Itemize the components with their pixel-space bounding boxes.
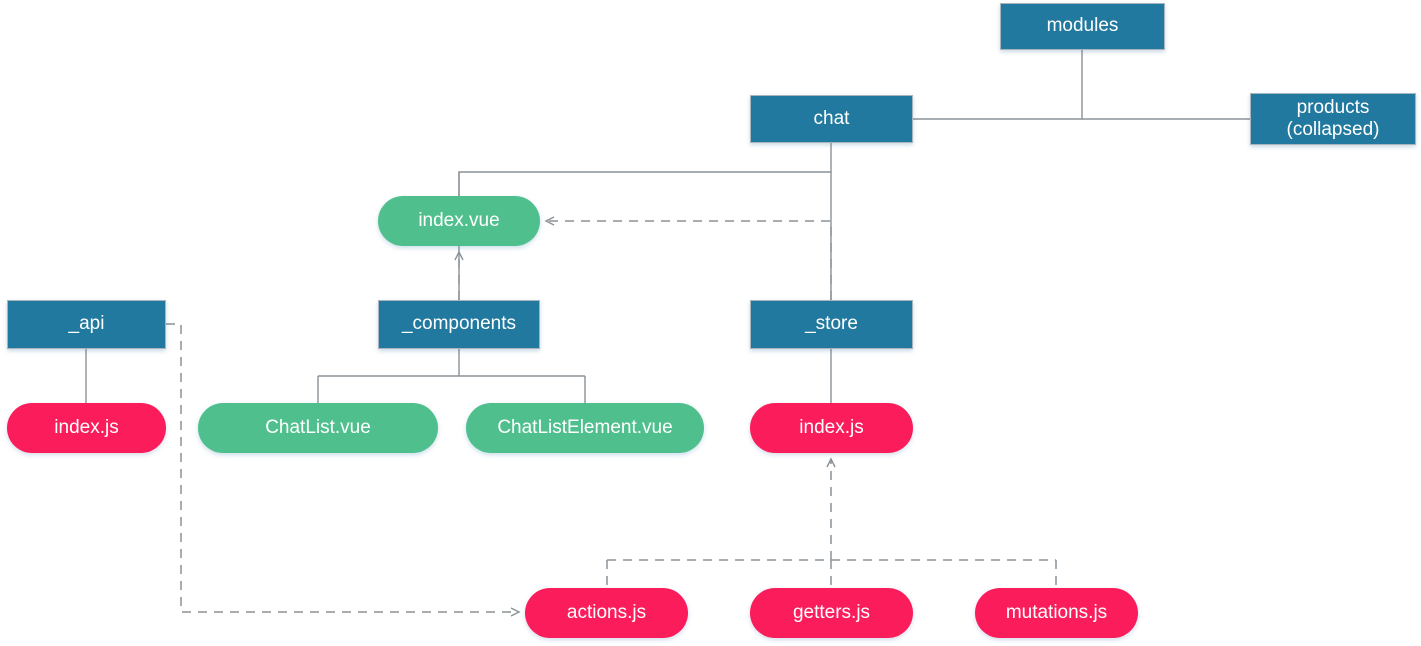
node-chatlistelement-vue[interactable]: ChatListElement.vue xyxy=(466,403,704,453)
node-modules[interactable]: modules xyxy=(1000,3,1165,50)
node-getters-js[interactable]: getters.js xyxy=(750,588,913,638)
node-components-folder[interactable]: _components xyxy=(378,300,540,349)
node-chat[interactable]: chat xyxy=(750,95,913,143)
edge-components-bus xyxy=(317,349,586,403)
node-api-label: _api xyxy=(68,313,105,335)
node-chatlist-vue-label: ChatList.vue xyxy=(265,416,371,438)
node-products-collapsed[interactable]: products (collapsed) xyxy=(1250,93,1416,145)
node-chatlistelement-vue-label: ChatListElement.vue xyxy=(497,416,673,438)
node-api-index-js-label: index.js xyxy=(54,416,119,438)
node-mutations-js[interactable]: mutations.js xyxy=(975,588,1138,638)
edge-dashed-store-to-indexvue xyxy=(544,216,832,300)
edge-modules-chat xyxy=(913,50,1083,120)
node-api-index-js[interactable]: index.js xyxy=(7,403,166,453)
node-api-folder[interactable]: _api xyxy=(7,300,166,349)
node-actions-js-label: actions.js xyxy=(566,601,647,623)
node-index-vue[interactable]: index.vue xyxy=(378,196,540,246)
node-index-vue-label: index.vue xyxy=(418,209,500,231)
node-chat-label: chat xyxy=(813,107,850,129)
node-store-label: _store xyxy=(805,313,858,335)
node-modules-label: modules xyxy=(1046,15,1119,37)
node-store-index-js[interactable]: index.js xyxy=(750,403,913,453)
node-getters-js-label: getters.js xyxy=(792,601,871,623)
node-components-label: _components xyxy=(401,313,517,335)
node-mutations-js-label: mutations.js xyxy=(1005,601,1108,623)
node-store-folder[interactable]: _store xyxy=(750,300,913,349)
edge-dashed-api-to-actions xyxy=(166,323,521,617)
node-actions-js[interactable]: actions.js xyxy=(525,588,688,638)
node-products-label: products (collapsed) xyxy=(1286,96,1380,140)
node-chatlist-vue[interactable]: ChatList.vue xyxy=(198,403,438,453)
edge-chat-index-vue xyxy=(458,143,832,196)
node-store-index-js-label: index.js xyxy=(799,416,864,438)
edge-dashed-store-children-bus xyxy=(606,559,1057,588)
